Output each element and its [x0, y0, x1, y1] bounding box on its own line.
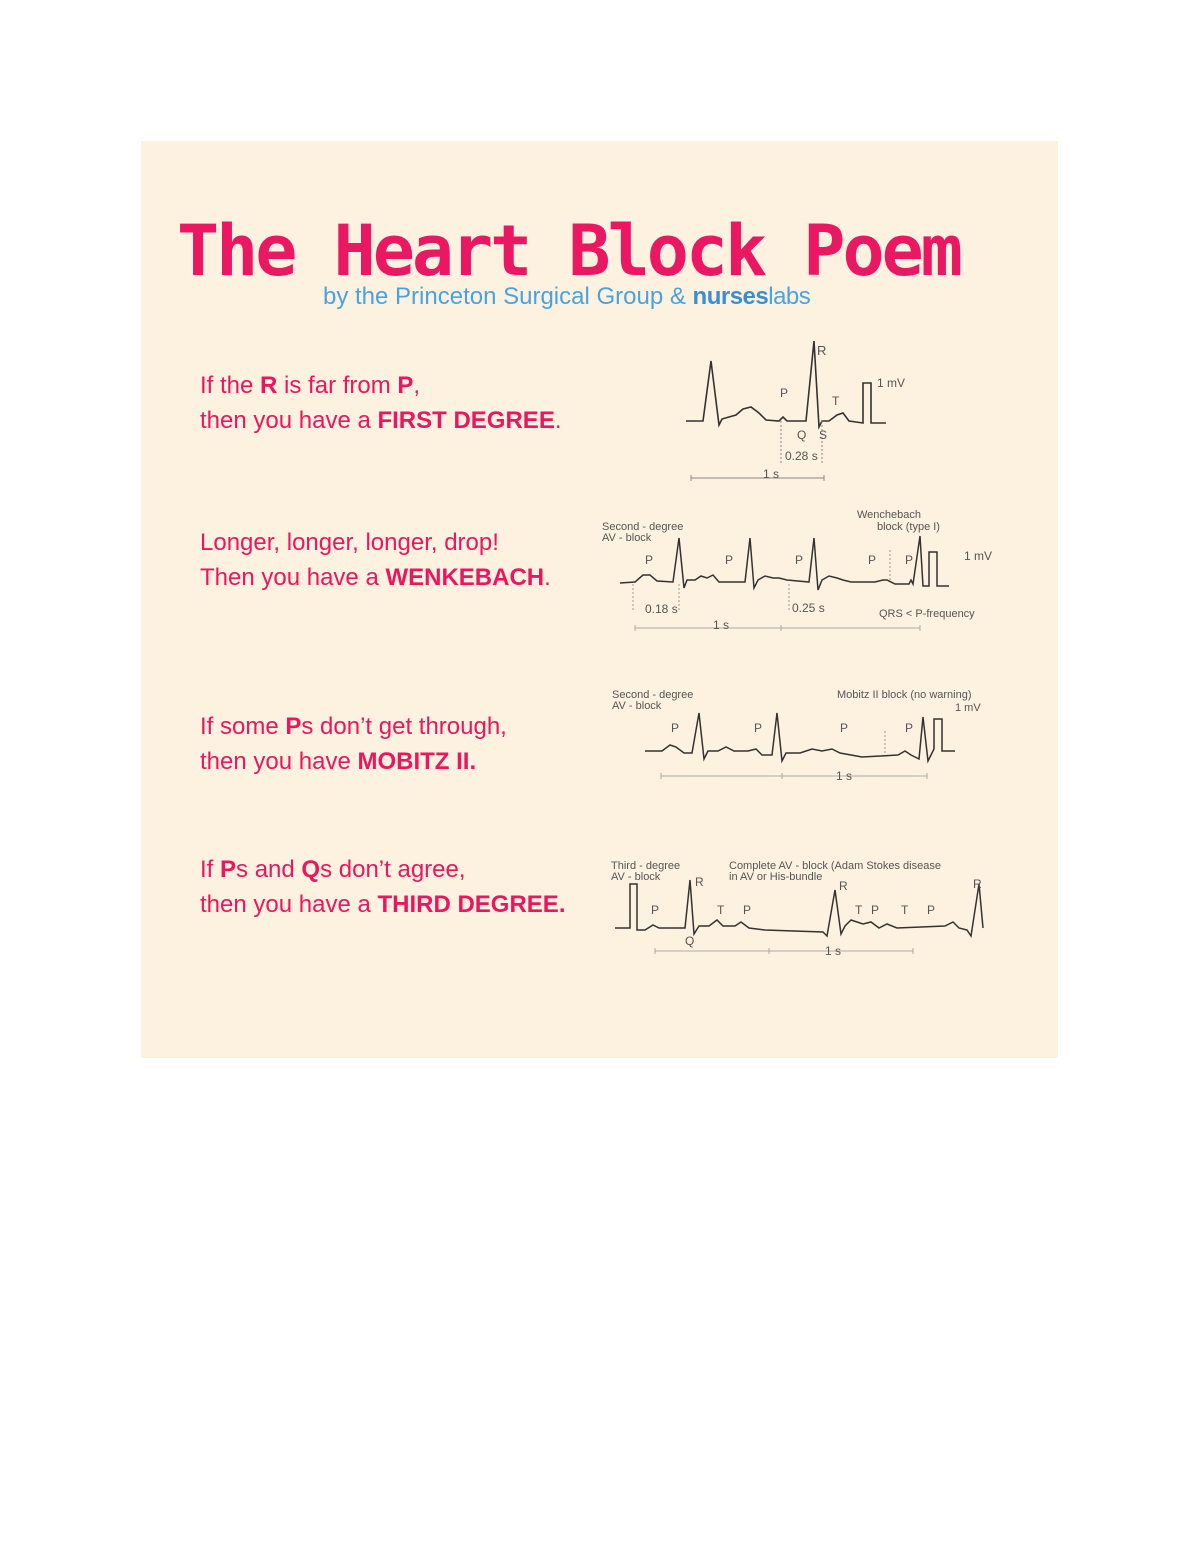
svg-text:P: P [871, 903, 879, 917]
nurseslabs-logo: nurseslabs [693, 283, 811, 310]
svg-text:Second - degree: Second - degree [602, 521, 683, 533]
svg-text:S: S [819, 428, 827, 442]
verse-line: Longer, longer, longer, drop! [200, 529, 499, 556]
svg-text:T: T [901, 903, 909, 917]
svg-text:Second - degree: Second - degree [612, 689, 693, 701]
svg-text:1 s: 1 s [836, 769, 852, 783]
svg-text:Q: Q [797, 428, 806, 442]
svg-text:T: T [717, 903, 725, 917]
svg-text:P: P [671, 721, 679, 735]
ecg-mobitz-ii: Second - degree AV - block Mobitz II blo… [612, 689, 981, 783]
svg-text:P: P [795, 553, 803, 567]
verse-line: then you have MOBITZ II. [200, 748, 477, 775]
ecg-third-degree: Third - degree AV - block Complete AV - … [611, 860, 984, 958]
svg-text:P: P [905, 721, 913, 735]
verse-line: then you have a FIRST DEGREE. [200, 407, 562, 434]
verse-line: Then you have a WENKEBACH. [200, 564, 551, 591]
svg-text:P: P [840, 721, 848, 735]
svg-text:P: P [905, 553, 913, 567]
svg-text:Mobitz II block (no warning): Mobitz II block (no warning) [837, 689, 972, 701]
verse-first-degree: If the R is far from P, then you have a … [200, 368, 562, 438]
verse-wenkebach: Longer, longer, longer, drop! Then you h… [200, 525, 551, 595]
svg-text:P: P [868, 553, 876, 567]
svg-text:R: R [817, 343, 826, 358]
svg-text:1 mV: 1 mV [877, 376, 905, 390]
verse-line: If the R is far from P, [200, 372, 421, 399]
svg-text:R: R [695, 875, 704, 889]
svg-text:AV - block: AV - block [611, 871, 661, 883]
svg-text:1 s: 1 s [713, 618, 729, 632]
svg-text:Third - degree: Third - degree [611, 860, 680, 872]
svg-text:Complete AV - block (Adam Sto: Complete AV - block (Adam Stokes disease [729, 860, 941, 872]
poem-card: The Heart Block Poem by the Princeton Su… [141, 141, 1058, 1058]
verse-third-degree: If Ps and Qs don’t agree, then you have … [200, 852, 565, 922]
svg-text:P: P [927, 903, 935, 917]
verse-mobitz-ii: If some Ps don’t get through, then you h… [200, 709, 507, 779]
page-title: The Heart Block Poem [177, 210, 963, 292]
svg-text:P: P [754, 721, 762, 735]
svg-text:P: P [743, 903, 751, 917]
svg-text:AV - block: AV - block [602, 532, 652, 544]
logo-main: nurses [692, 283, 769, 310]
svg-text:R: R [839, 879, 848, 893]
svg-text:0.18 s: 0.18 s [645, 602, 678, 616]
svg-text:in AV or His-bundle: in AV or His-bundle [729, 871, 822, 883]
ecg-first-degree: R P T Q S 1 mV 0.28 s 1 s [686, 340, 905, 481]
verse-line: If Ps and Qs don’t agree, [200, 856, 466, 883]
svg-text:QRS < P-frequency: QRS < P-frequency [879, 608, 975, 620]
svg-text:1 s: 1 s [825, 944, 841, 958]
verse-line: If some Ps don’t get through, [200, 713, 507, 740]
svg-text:P: P [651, 903, 659, 917]
svg-text:1 mV: 1 mV [964, 549, 992, 563]
svg-text:T: T [832, 394, 840, 408]
svg-text:P: P [780, 386, 788, 400]
svg-text:P: P [645, 553, 653, 567]
subtitle: by the Princeton Surgical Group & nurses… [323, 281, 811, 313]
svg-text:AV - block: AV - block [612, 700, 662, 712]
ecg-wenkebach: Second - degree AV - block Wenchebach bl… [602, 509, 992, 632]
svg-text:Q: Q [685, 934, 694, 948]
logo-suffix: labs [768, 283, 811, 310]
svg-text:0.25 s: 0.25 s [792, 601, 825, 615]
subtitle-text: by the Princeton Surgical Group & [323, 283, 686, 310]
svg-text:block (type I): block (type I) [877, 521, 940, 533]
svg-text:T: T [855, 903, 863, 917]
svg-text:0.28 s: 0.28 s [785, 449, 818, 463]
svg-text:1 s: 1 s [763, 467, 779, 481]
svg-text:P: P [725, 553, 733, 567]
svg-text:1 mV: 1 mV [955, 702, 981, 714]
svg-text:R: R [973, 877, 982, 891]
verse-line: then you have a THIRD DEGREE. [200, 891, 566, 918]
svg-text:Wenchebach: Wenchebach [857, 509, 921, 521]
